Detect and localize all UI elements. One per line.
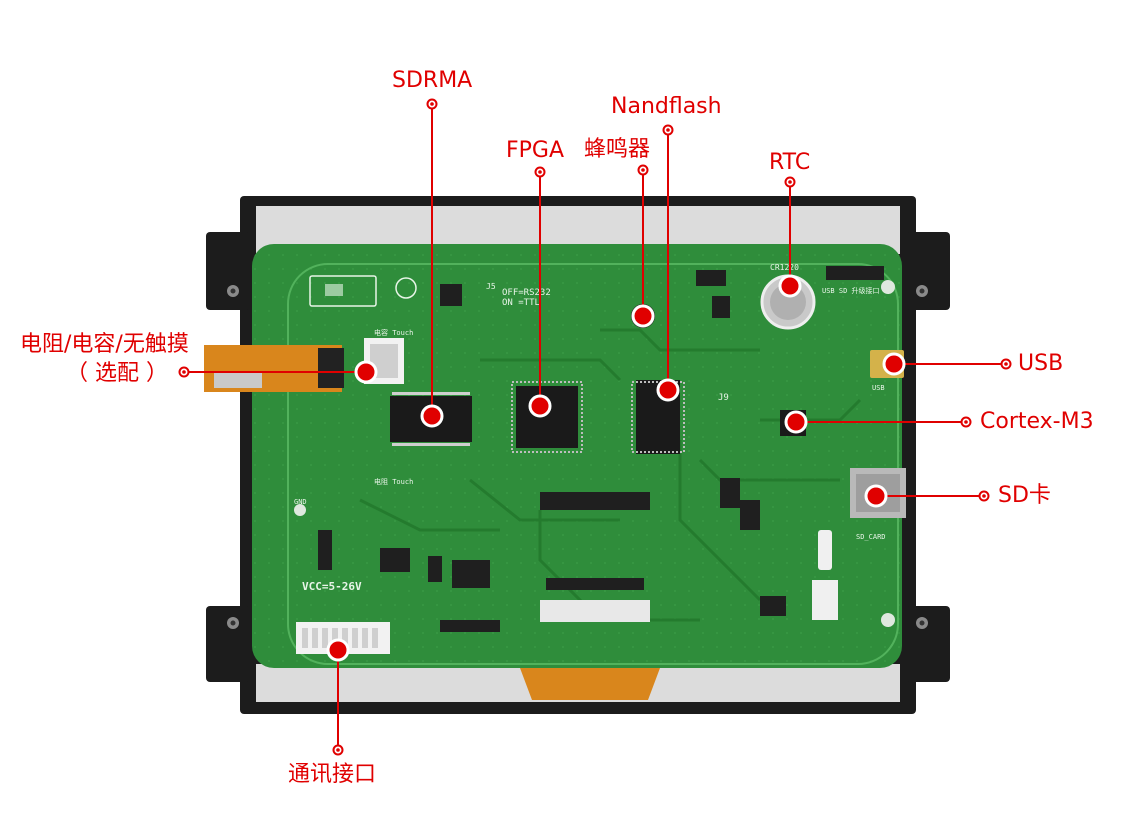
marker-resistor xyxy=(354,360,378,384)
silk-jumper-1: OFF=RS232 xyxy=(502,288,551,298)
pcb: 电容 Touch 电阻 Touch CR1220 USB SD 升级接口 xyxy=(204,244,906,700)
label-comm: 通讯接口 xyxy=(288,762,377,787)
silk-touch-top: 电容 Touch xyxy=(374,328,413,337)
silk-usb-sd-header: USB SD 升级接口 xyxy=(822,286,880,295)
silk-jumper-2: ON =TTL xyxy=(502,298,540,308)
marker-fpga xyxy=(528,394,552,418)
label-fpga: FPGA xyxy=(506,138,565,163)
label-nandflash: Nandflash xyxy=(611,94,722,119)
callouts xyxy=(184,104,1006,750)
marker-usb xyxy=(882,352,906,376)
target-markers xyxy=(326,274,906,662)
label-usb: USB xyxy=(1018,351,1064,376)
label-sdcard: SD卡 xyxy=(998,483,1051,508)
silk-usb: USB xyxy=(872,384,885,392)
marker-nandflash xyxy=(656,378,680,402)
silk-j9: J9 xyxy=(718,393,729,403)
silk-gnd: GND xyxy=(294,498,307,506)
silk-touch-bottom: 电阻 Touch xyxy=(374,477,413,486)
marker-sdram xyxy=(420,404,444,428)
label-rtc: RTC xyxy=(769,150,811,175)
label-cortex: Cortex-M3 xyxy=(980,409,1094,434)
label-resistor-line1: 电阻/电容/无触摸 xyxy=(20,332,189,357)
silk-sd: SD_CARD xyxy=(856,533,886,541)
marker-buzzer xyxy=(631,304,655,328)
marker-rtc xyxy=(778,274,802,298)
marker-sdcard xyxy=(864,484,888,508)
label-resistor-line2: （ 选配 ） xyxy=(66,361,168,386)
marker-comm xyxy=(326,638,350,662)
label-buzzer: 蜂鸣器 xyxy=(584,137,651,162)
marker-cortex xyxy=(784,410,808,434)
silk-j5: J5 xyxy=(486,282,496,291)
silk-battery: CR1220 xyxy=(770,263,799,272)
silk-vcc: VCC=5-26V xyxy=(302,580,362,593)
label-sdram: SDRMA xyxy=(392,68,473,93)
